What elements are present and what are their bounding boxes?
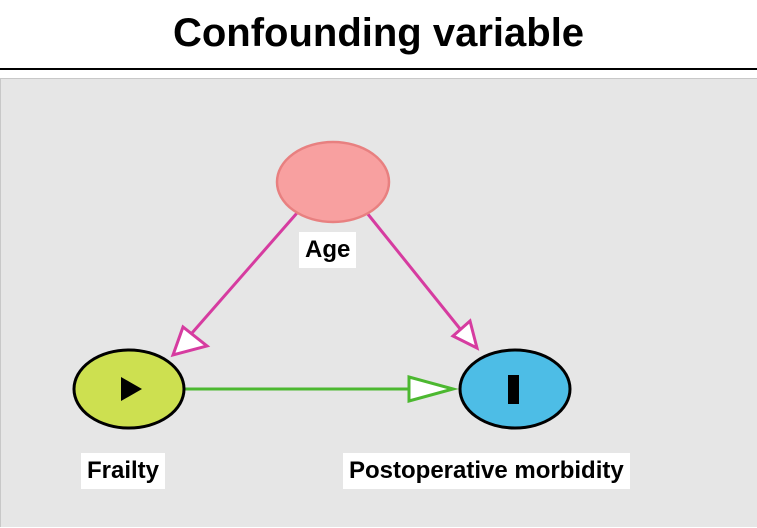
diagram-title: Confounding variable xyxy=(172,10,585,55)
play-icon xyxy=(121,377,142,401)
hollow-arrowhead-icon xyxy=(450,318,480,351)
edge-line xyxy=(365,212,467,336)
bar-icon xyxy=(508,375,519,404)
edge-confounder-to-outcome xyxy=(365,212,480,351)
confounder-node[interactable] xyxy=(275,140,391,224)
edge-exposure-to-outcome xyxy=(185,375,459,403)
exposure-label: Frailty xyxy=(81,453,166,489)
outcome-label: Postoperative morbidity xyxy=(343,453,630,489)
edge-line xyxy=(183,212,299,342)
edge-confounder-to-exposure xyxy=(170,212,299,358)
confounder-label: Age xyxy=(299,232,357,268)
diagram-canvas: Age Frailty Postoperative morbidity xyxy=(0,78,757,527)
dag-diagram xyxy=(72,140,572,430)
hollow-arrowhead-icon xyxy=(407,375,459,403)
title-divider xyxy=(0,68,757,70)
hollow-arrowhead-icon xyxy=(170,324,211,358)
